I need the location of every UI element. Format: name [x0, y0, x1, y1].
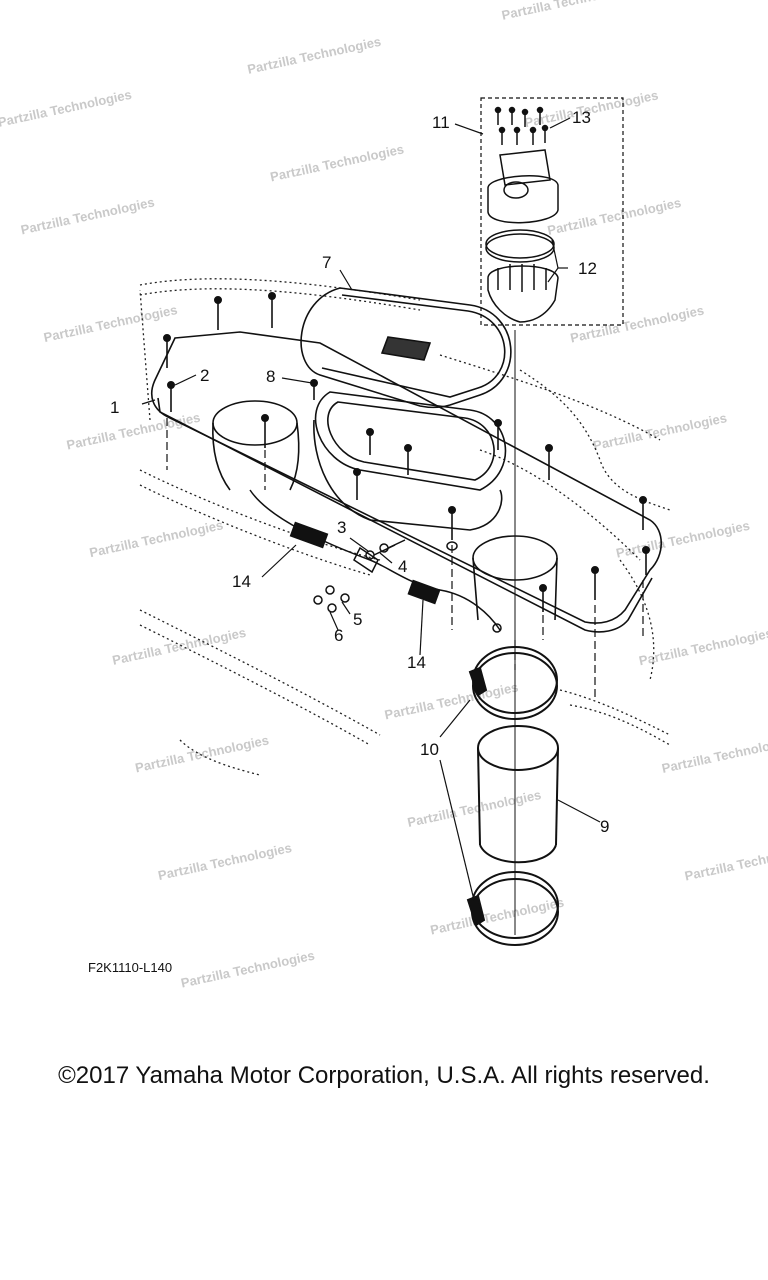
- callout-3: 3: [337, 518, 346, 537]
- diagram-code: F2K1110-L140: [88, 960, 173, 975]
- screw: [403, 443, 412, 475]
- deck-plate: [151, 331, 662, 633]
- callout-14: 14: [232, 572, 251, 591]
- screw: [365, 427, 374, 455]
- screws: [163, 291, 650, 612]
- callout-7: 7: [322, 253, 331, 272]
- leader-lines: [141, 117, 601, 901]
- watermark-layer: Partzilla Technologies Partzilla Technol…: [0, 0, 768, 991]
- oval-cover: [300, 287, 512, 409]
- watermark: Partzilla Technologies: [637, 625, 768, 668]
- screw: [641, 545, 650, 575]
- hull-outline: [139, 278, 671, 776]
- fasteners: [313, 539, 458, 613]
- watermark: Partzilla Technologies: [660, 733, 768, 776]
- watermark: Partzilla Technologies: [615, 518, 751, 561]
- watermark: Partzilla Technologies: [88, 517, 224, 560]
- watermark: Partzilla Technologies: [19, 194, 155, 237]
- screw: [163, 333, 172, 368]
- screw: [267, 291, 276, 328]
- watermark: Partzilla Technologies: [111, 625, 247, 668]
- exploded-parts-diagram: Partzilla Technologies Partzilla Technol…: [0, 0, 768, 991]
- callout-6: 6: [334, 626, 343, 645]
- watermark: Partzilla Technologies: [429, 895, 565, 938]
- watermark: Partzilla Technologies: [683, 841, 768, 884]
- watermark: Partzilla Technologies: [592, 410, 728, 453]
- callout-1: 1: [110, 398, 119, 417]
- watermark: Partzilla Technologies: [500, 0, 636, 23]
- screw: [538, 583, 547, 612]
- callout-12: 12: [578, 259, 597, 278]
- callout-labels: 1 2 3 4 5 6 7 8 9 10 11 12 13 14 14: [110, 108, 609, 836]
- kit-screws: [494, 106, 549, 145]
- vent-kit: [485, 106, 559, 323]
- oval-frame: [313, 391, 507, 531]
- watermark: Partzilla Technologies: [546, 195, 682, 238]
- watermark: Partzilla Technologies: [269, 141, 405, 184]
- screw: [309, 378, 318, 400]
- rubber-hose: [477, 725, 559, 864]
- watermark: Partzilla Technologies: [179, 948, 315, 991]
- screw: [352, 467, 361, 500]
- screw: [260, 413, 269, 448]
- watermark: Partzilla Technologies: [42, 302, 178, 345]
- callout-9: 9: [600, 817, 609, 836]
- callout-2: 2: [200, 366, 209, 385]
- screw: [638, 495, 647, 530]
- wire-harness: [249, 489, 502, 633]
- callout-10: 10: [420, 740, 439, 759]
- screw: [167, 380, 176, 412]
- watermark: Partzilla Technologies: [246, 34, 382, 77]
- screw: [590, 565, 599, 600]
- watermark: Partzilla Technologies: [157, 840, 293, 883]
- watermark: Partzilla Technologies: [134, 732, 270, 775]
- watermark: Partzilla Technologies: [0, 87, 133, 130]
- screw: [447, 505, 456, 540]
- watermark: Partzilla Technologies: [65, 410, 201, 453]
- screw: [493, 418, 502, 450]
- watermark: Partzilla Technologies: [569, 303, 705, 346]
- callout-4: 4: [398, 557, 407, 576]
- watermark: Partzilla Technologies: [406, 787, 542, 830]
- watermark: Partzilla Technologies: [523, 87, 659, 130]
- callout-11: 11: [432, 113, 450, 132]
- screw: [214, 295, 223, 330]
- kit-box-outline: [480, 97, 624, 326]
- callout-14: 14: [407, 653, 426, 672]
- callout-5: 5: [353, 610, 362, 629]
- callout-13: 13: [572, 108, 591, 127]
- copyright-notice: ©2017 Yamaha Motor Corporation, U.S.A. A…: [58, 1062, 710, 1089]
- callout-8: 8: [266, 367, 275, 386]
- screw: [544, 443, 553, 480]
